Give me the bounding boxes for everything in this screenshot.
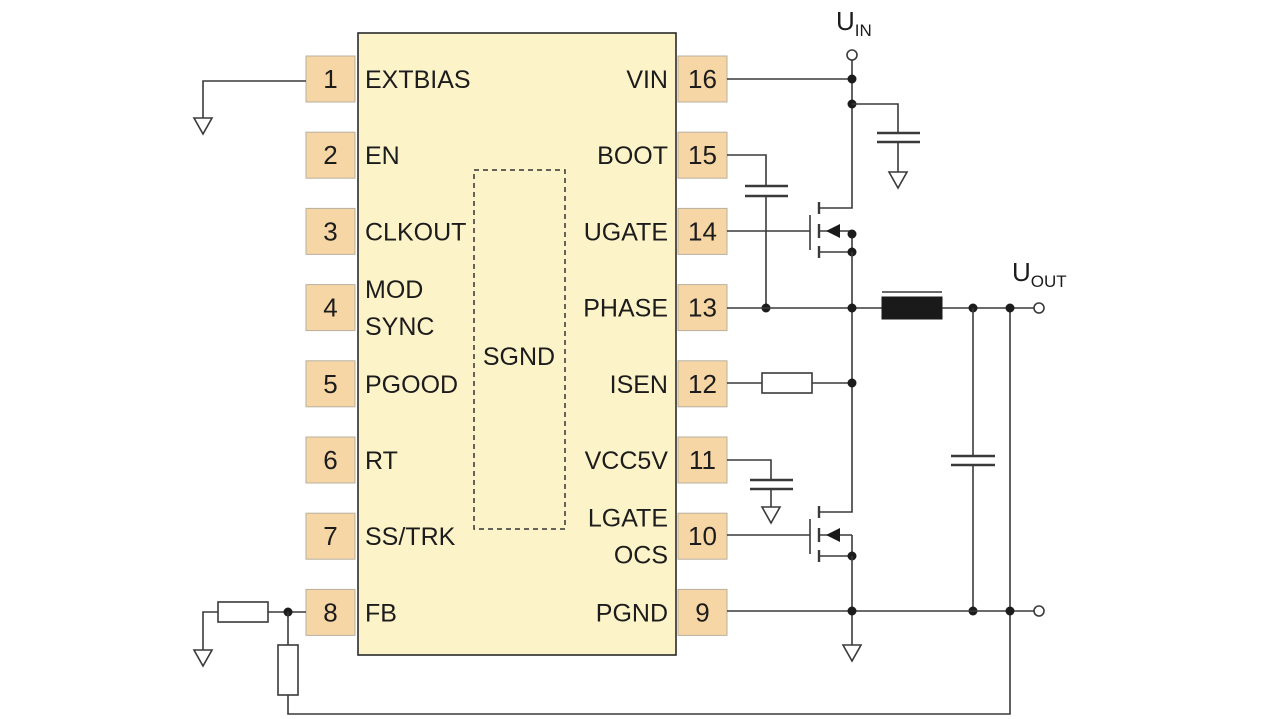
- vcc5v-wire: [727, 459, 772, 480]
- isen-junction: [847, 378, 857, 388]
- pin-11-box: [677, 436, 728, 484]
- ground-symbol-vcc5v: [760, 506, 782, 525]
- pin-15-label: BOOT: [597, 142, 668, 170]
- ground-symbol-fb: [192, 649, 214, 668]
- pgnd-junction: [847, 606, 857, 616]
- sgnd-pad: [473, 169, 566, 530]
- pin-8-box: [305, 588, 356, 636]
- pin-11-number: 11: [689, 445, 716, 475]
- uout-terminal: [1033, 302, 1045, 314]
- extbias-wire: [202, 80, 306, 118]
- pin-3-label: CLKOUT: [365, 218, 466, 246]
- pin-14-number: 14: [688, 216, 717, 246]
- pin-12-number: 12: [688, 369, 717, 399]
- sgnd-label: SGND: [483, 343, 555, 371]
- pin-2-label: EN: [365, 142, 400, 170]
- fb-lower-resistor: [217, 601, 269, 623]
- pin-12-box: [677, 360, 728, 408]
- low-side-mosfet: [727, 506, 857, 562]
- uout-label: UOUT: [1012, 257, 1067, 291]
- pin-2-number: 2: [323, 140, 337, 170]
- fb-output-junction: [1005, 303, 1015, 313]
- pin-13-box: [677, 284, 728, 332]
- pin-4-label: MOD: [365, 276, 423, 304]
- uin-label: UIN: [836, 6, 872, 40]
- pin-5-box: [305, 360, 356, 408]
- pin-15-box: [677, 131, 728, 179]
- boot-wire: [727, 154, 767, 186]
- right-pin-group: 16 VIN 15 BOOT 14 UGATE 13 PHASE 12 ISEN 11 VCC5V 10…: [583, 55, 728, 636]
- pin-9-label: PGND: [596, 599, 668, 627]
- pin-9-number: 9: [695, 597, 709, 627]
- ground-terminal: [1033, 605, 1045, 617]
- left-pin-group: 1 EXTBIAS 2 EN 3 CLKOUT 4 MOD SYNC 5 PGOOD 6 RT 7 SS/T…: [305, 55, 471, 636]
- ground-symbol-cin: [887, 171, 909, 190]
- pin-15-number: 15: [688, 140, 717, 170]
- pin-14-label: UGATE: [584, 218, 668, 246]
- pin-8-label: FB: [365, 599, 397, 627]
- pin-8-number: 8: [323, 597, 337, 627]
- fb-upper-resistor: [277, 644, 299, 696]
- pin-12-label: ISEN: [610, 371, 668, 399]
- pin-16-number: 16: [688, 64, 717, 94]
- cin-wire: [852, 103, 899, 133]
- pin-6-number: 6: [323, 445, 337, 475]
- pin-2-box: [305, 131, 356, 179]
- fb-ground-wire: [202, 611, 218, 650]
- pin-10-label: OCS: [614, 542, 668, 570]
- pin-1-label: EXTBIAS: [365, 66, 471, 94]
- isen-resistor: [761, 372, 813, 394]
- ic-body: [357, 32, 677, 656]
- pgnd-return-junction: [1005, 606, 1015, 616]
- pin-1-box: [305, 55, 356, 103]
- pin-10-number: 10: [688, 521, 717, 551]
- pin-13-number: 13: [688, 293, 717, 323]
- ground-symbol-extbias: [192, 117, 214, 136]
- pin-11-label: VCC5V: [585, 447, 669, 475]
- pin-6-box: [305, 436, 356, 484]
- pin-5-label: PGOOD: [365, 371, 458, 399]
- pin-16-label: VIN: [626, 66, 668, 94]
- phase-junction: [847, 303, 857, 313]
- pin-13-label: PHASE: [583, 295, 668, 323]
- pin-3-number: 3: [323, 216, 337, 246]
- pin-4-number: 4: [323, 293, 337, 323]
- pin-9-box: [677, 588, 728, 636]
- fb-feedback-wire: [287, 308, 1011, 715]
- pin-4-box: [305, 284, 356, 332]
- pin-4-label: SYNC: [365, 313, 434, 341]
- pin-10-label: LGATE: [588, 505, 668, 533]
- vin-junction: [847, 74, 857, 84]
- pin-7-number: 7: [323, 521, 337, 551]
- pin-7-label: SS/TRK: [365, 523, 456, 551]
- ground-symbol-pgnd: [841, 644, 863, 663]
- pin-10-box: [677, 512, 728, 560]
- uin-terminal: [846, 49, 858, 61]
- pin-3-box: [305, 207, 356, 255]
- pin-5-number: 5: [323, 369, 337, 399]
- output-inductor: [881, 296, 943, 320]
- high-side-mosfet: [727, 198, 857, 258]
- pin-7-box: [305, 512, 356, 560]
- pin-6-label: RT: [365, 447, 398, 475]
- pin-1-number: 1: [323, 64, 337, 94]
- pin-14-box: [677, 207, 728, 255]
